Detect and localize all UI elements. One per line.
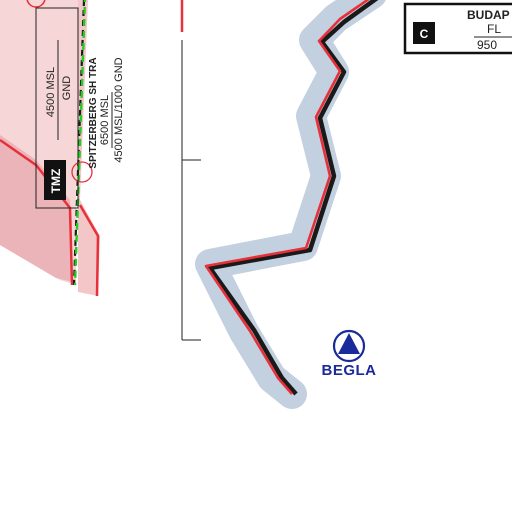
reporting-point-triangle-icon[interactable] <box>332 329 366 363</box>
box-right-line3: 950 <box>477 38 497 52</box>
class-c-badge-label: C <box>420 27 429 41</box>
tmz-badge-label: TMZ <box>49 169 63 194</box>
zone-border-red-2 <box>78 204 100 297</box>
border-buffer <box>195 0 386 409</box>
tra-marker-circle <box>71 161 93 183</box>
class-c-badge-bg <box>413 22 435 44</box>
tra-lower-label: 4500 MSL/1000 GND <box>113 57 125 162</box>
box-left-lower-label: GND <box>61 76 73 101</box>
border-red-line <box>204 0 370 395</box>
box-right-line2: FL <box>487 22 501 36</box>
waypoint-name[interactable]: BEGLA <box>322 362 377 379</box>
border-black-line <box>207 0 379 396</box>
tra-name-label: SPITZERBERG SH TRA <box>88 57 99 168</box>
top-point-circle <box>26 0 46 8</box>
box-right-name: BUDAP <box>467 8 510 22</box>
tra-upper-label: 6500 MSL <box>99 95 111 145</box>
tra-boundary-green <box>73 0 87 286</box>
airspace-box-left-frame <box>35 7 79 209</box>
box-left-upper-label: 4500 MSL <box>45 67 57 117</box>
tmz-band <box>78 0 100 296</box>
tmz-badge-bg <box>44 160 66 200</box>
